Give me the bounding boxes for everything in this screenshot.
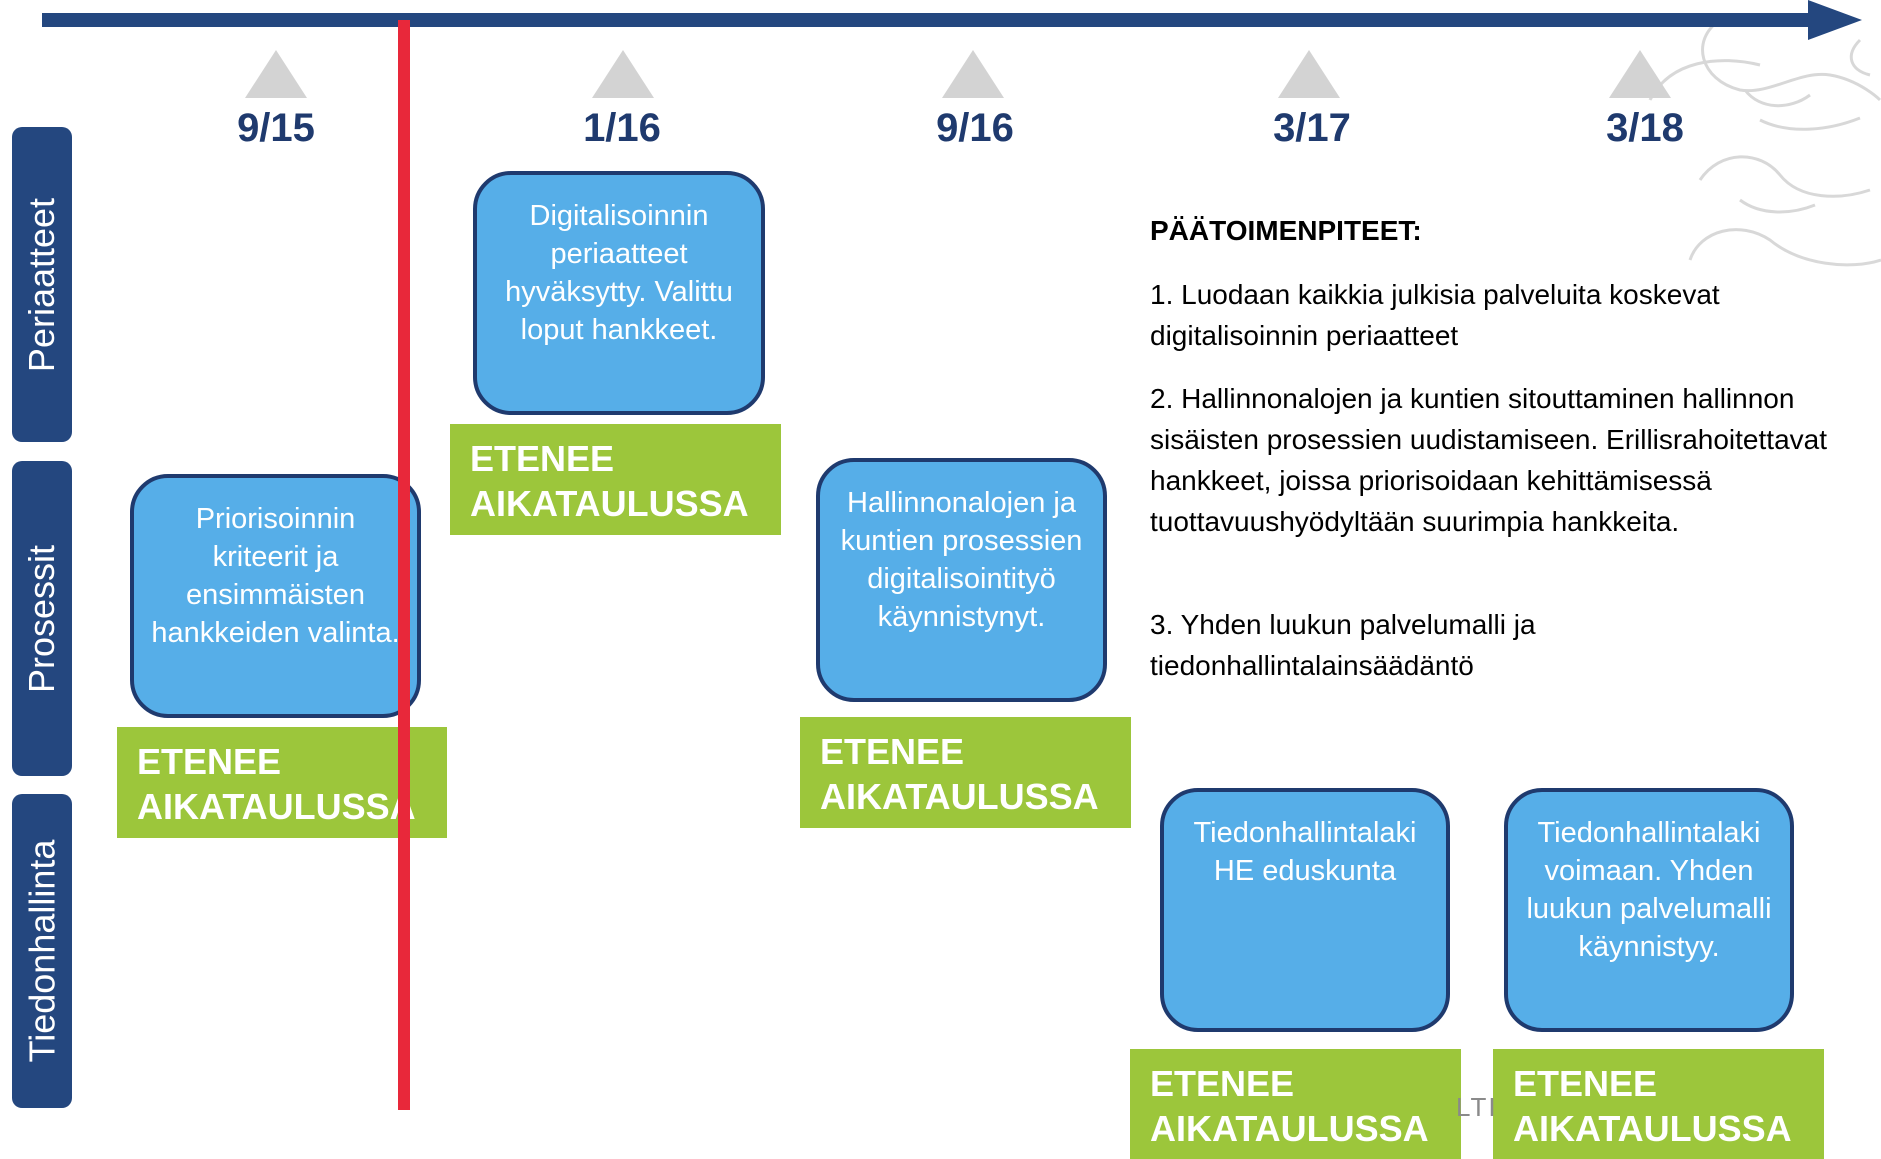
lane-label: Tiedonhallinta bbox=[21, 839, 63, 1063]
milestone-box: Hallinnonalojen ja kuntien prosessien di… bbox=[816, 458, 1107, 702]
decision-item: 3. Yhden luukun palvelumalli ja tiedonha… bbox=[1150, 609, 1536, 681]
milestone-box: Priorisoinnin kriteerit ja ensimmäisten … bbox=[130, 474, 421, 718]
date-label: 3/17 bbox=[1273, 106, 1351, 150]
status-line: AIKATAULUSSA bbox=[1150, 1108, 1429, 1149]
status-line: AIKATAULUSSA bbox=[137, 786, 416, 827]
status-line: ETENEE bbox=[1513, 1063, 1658, 1104]
milestone-box: Tiedonhallintalaki HE eduskunta bbox=[1160, 788, 1450, 1032]
status-line: AIKATAULUSSA bbox=[820, 776, 1099, 817]
lane-label: Prosessit bbox=[21, 544, 63, 693]
lane-prosessit: Prosessit bbox=[12, 461, 72, 776]
status-badge: ETENEE AIKATAULUSSA bbox=[1493, 1049, 1824, 1159]
status-badge: ETENEE AIKATAULUSSA bbox=[800, 717, 1131, 828]
today-marker-line bbox=[398, 20, 410, 1110]
milestone-triangle-icon bbox=[942, 50, 1004, 98]
lane-tiedonhallinta: Tiedonhallinta bbox=[12, 794, 72, 1108]
decision-item: 1. Luodaan kaikkia julkisia palveluita k… bbox=[1150, 279, 1720, 351]
lane-label: Periaatteet bbox=[21, 197, 62, 372]
status-line: AIKATAULUSSA bbox=[470, 483, 749, 524]
status-badge: ETENEE AIKATAULUSSA bbox=[1130, 1049, 1461, 1159]
milestone-triangle-icon bbox=[245, 50, 307, 98]
status-line: ETENEE bbox=[820, 731, 965, 772]
timeline-arrowhead-icon bbox=[1808, 0, 1862, 40]
date-label: 1/16 bbox=[583, 106, 661, 150]
lane-periaatteet: Periaatteet bbox=[12, 127, 72, 442]
status-badge: ETENEE AIKATAULUSSA bbox=[117, 727, 447, 838]
status-line: AIKATAULUSSA bbox=[1513, 1108, 1792, 1149]
milestone-box: Digitalisoinnin periaatteet hyväksytty. … bbox=[473, 171, 765, 415]
status-badge: ETENEE AIKATAULUSSA bbox=[450, 424, 781, 535]
decision-item: 2. Hallinnonalojen ja kuntien sitouttami… bbox=[1150, 383, 1827, 537]
milestone-triangle-icon bbox=[1278, 50, 1340, 98]
milestone-box: Tiedonhallintalaki voimaan. Yhden luukun… bbox=[1504, 788, 1794, 1032]
milestone-triangle-icon bbox=[1609, 50, 1671, 98]
date-label: 3/18 bbox=[1606, 106, 1684, 150]
footer-text: LTI bbox=[1456, 1092, 1498, 1122]
milestone-triangle-icon bbox=[592, 50, 654, 98]
status-line: ETENEE bbox=[1150, 1063, 1295, 1104]
timeline-bar bbox=[42, 13, 1812, 27]
status-line: ETENEE bbox=[137, 741, 282, 782]
decisions-title: PÄÄTOIMENPITEET: bbox=[1150, 215, 1422, 246]
date-label: 9/16 bbox=[936, 106, 1014, 150]
status-line: ETENEE bbox=[470, 438, 615, 479]
date-label: 9/15 bbox=[237, 106, 315, 150]
